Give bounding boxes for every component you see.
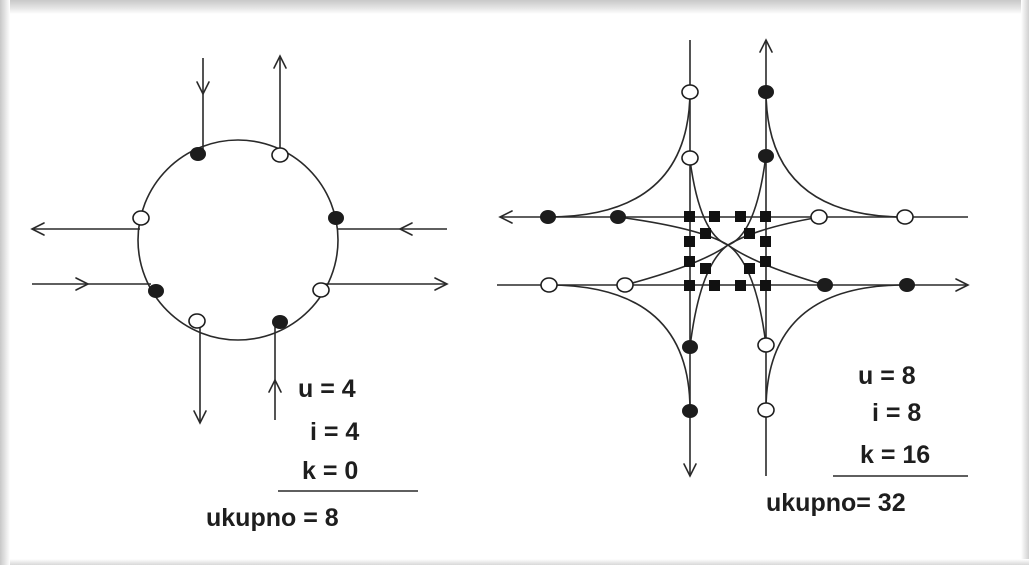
crossing-point (700, 228, 711, 239)
north-exit-arrow (273, 54, 287, 69)
south-entry-arrow (268, 378, 282, 393)
right-turn-arc-se (765, 284, 906, 411)
left-turn-curve (727, 216, 821, 246)
crossing-point (700, 263, 711, 274)
intersection-diagram: u = 8 i = 8 k = 16 ukupno= 32 (497, 38, 970, 517)
northbound-arrow (759, 38, 773, 53)
merge-point-filled (540, 210, 556, 224)
roundabout-diagram: u = 4 i = 4 k = 0 ukupno = 8 (30, 54, 449, 532)
diverge-point-open (681, 150, 699, 166)
left-turn-curve (617, 216, 729, 246)
diverge-point-open (681, 84, 699, 100)
west-entry-arrow (75, 277, 90, 291)
crossing-point (735, 280, 746, 291)
crossing-point (684, 236, 695, 247)
crossing-point (744, 228, 755, 239)
left-k-count: k = 0 (302, 457, 358, 485)
diverge-point-open (132, 210, 150, 226)
west-exit-arrow (30, 222, 45, 236)
right-turn-arc-sw (547, 284, 691, 411)
east-entry-arrow (398, 222, 413, 236)
crossing-point (760, 236, 771, 247)
westbound-arrow (498, 210, 513, 224)
right-turn-arc-nw (547, 89, 691, 218)
crossing-point (735, 211, 746, 222)
roundabout-circle (137, 139, 339, 341)
diverge-point-open (271, 147, 289, 163)
frame-shadow-right (1021, 0, 1029, 565)
merge-point-filled (328, 211, 344, 225)
diverge-point-open (757, 402, 775, 418)
diverge-point-open (616, 277, 634, 293)
diverge-point-open (757, 337, 775, 353)
right-i-count: i = 8 (872, 399, 921, 427)
left-turn-curve (624, 244, 729, 286)
merge-point-filled (758, 149, 774, 163)
diverge-point-open (896, 209, 914, 225)
south-exit-arrow (193, 410, 207, 425)
diverge-point-open (810, 209, 828, 225)
east-exit-arrow (434, 277, 449, 291)
frame-shadow-bottom (0, 559, 1029, 565)
crossing-point (684, 211, 695, 222)
southbound-arrow (683, 463, 697, 478)
crossing-point (709, 280, 720, 291)
merge-point-filled (817, 278, 833, 292)
merge-point-filled (148, 284, 164, 298)
merge-point-filled (682, 404, 698, 418)
left-turn-curve (727, 244, 767, 346)
merge-point-filled (682, 340, 698, 354)
crossing-point (684, 256, 695, 267)
crossing-point (760, 280, 771, 291)
left-u-count: u = 4 (298, 375, 356, 403)
merge-point-filled (758, 85, 774, 99)
merge-point-filled (272, 315, 288, 329)
merge-point-filled (899, 278, 915, 292)
right-turn-arc-ne (765, 89, 906, 218)
right-k-count: k = 16 (860, 441, 930, 469)
diverge-point-open (540, 277, 558, 293)
crossing-point (760, 256, 771, 267)
left-i-count: i = 4 (310, 418, 359, 446)
north-entry-arrow (196, 81, 210, 96)
right-u-count: u = 8 (858, 362, 916, 390)
crossing-point (684, 280, 695, 291)
diverge-point-open (188, 313, 206, 329)
left-turn-curve (689, 244, 729, 348)
merge-point-filled (190, 147, 206, 161)
crossing-point (760, 211, 771, 222)
left-total: ukupno = 8 (206, 504, 339, 532)
crossing-point (709, 211, 720, 222)
left-turn-curve (727, 244, 826, 286)
eastbound-arrow (955, 278, 970, 292)
diverge-point-open (312, 282, 330, 298)
merge-point-filled (610, 210, 626, 224)
crossing-point (744, 263, 755, 274)
right-total: ukupno= 32 (766, 489, 906, 517)
crossing-points (684, 211, 771, 291)
